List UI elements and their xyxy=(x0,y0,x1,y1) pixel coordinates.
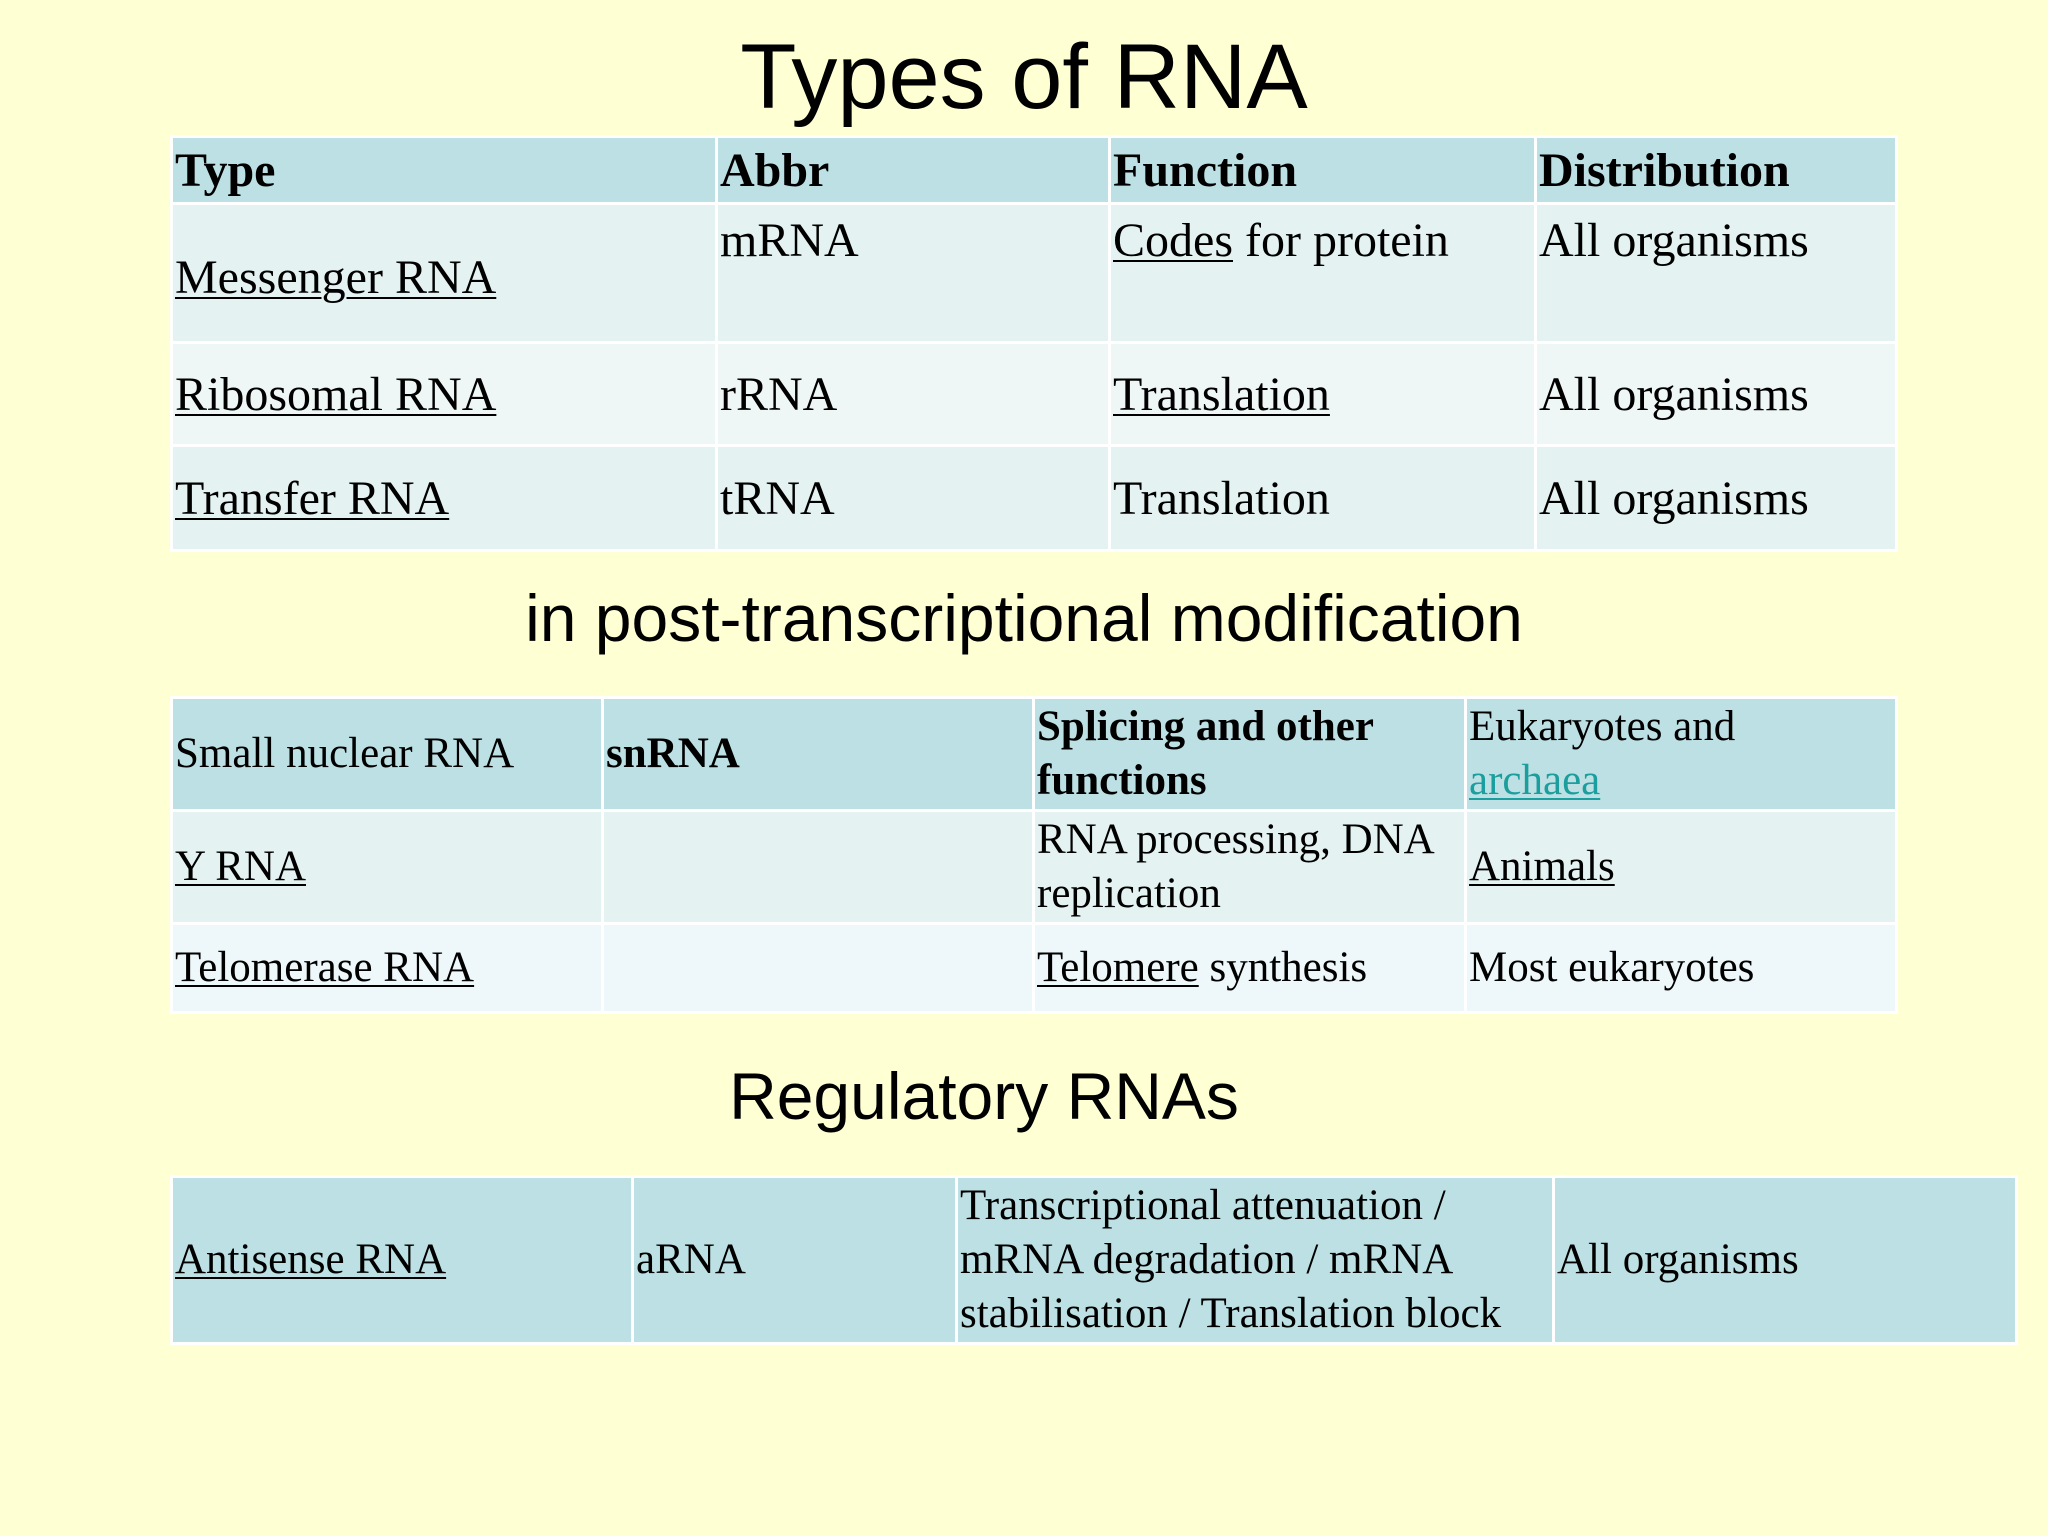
table-row: Messenger RNA mRNA Codes for protein All… xyxy=(170,202,1898,344)
table-header-row: Type Abbr Function Distribution xyxy=(170,135,1898,205)
regulatory-rna-table: Antisense RNA aRNA Transcriptional atten… xyxy=(170,1175,2018,1345)
archaea-link[interactable]: archaea xyxy=(1469,757,1601,804)
cell-distribution: All organisms xyxy=(1552,1175,2018,1345)
header-abbr: Abbr xyxy=(715,135,1111,205)
section-title-post-transcriptional: in post-transcriptional modification xyxy=(525,581,1523,655)
cell-type: Telomerase RNA xyxy=(170,922,604,1014)
type-link[interactable]: Messenger RNA xyxy=(175,250,497,304)
type-link[interactable]: Antisense RNA xyxy=(175,1236,447,1283)
cell-function: Splicing and other functions xyxy=(1032,696,1467,812)
table-row: Y RNA RNA processing, DNA replication An… xyxy=(170,809,1898,925)
table-row: Transfer RNA tRNA Translation All organi… xyxy=(170,444,1898,552)
cell-function: Codes for protein xyxy=(1108,202,1537,344)
cell-function: Translation xyxy=(1108,341,1537,447)
cell-abbr: aRNA xyxy=(631,1175,958,1345)
cell-type: Antisense RNA xyxy=(170,1175,634,1345)
cell-function: Transcriptional attenuation / mRNA degra… xyxy=(955,1175,1555,1345)
cell-type: Ribosomal RNA xyxy=(170,341,718,447)
cell-abbr: tRNA xyxy=(715,444,1111,552)
section-title-regulatory: Regulatory RNAs xyxy=(729,1059,1239,1133)
cell-abbr: mRNA xyxy=(715,202,1111,344)
function-link[interactable]: Codes xyxy=(1113,214,1233,267)
cell-type: Transfer RNA xyxy=(170,444,718,552)
cell-type: Messenger RNA xyxy=(170,202,718,344)
cell-distribution: Animals xyxy=(1464,809,1898,925)
function-link[interactable]: Telomere xyxy=(1037,944,1199,991)
header-function: Function xyxy=(1108,135,1537,205)
type-link[interactable]: Y RNA xyxy=(175,843,306,890)
cell-distribution: Eukaryotes and archaea xyxy=(1464,696,1898,812)
type-link[interactable]: Ribosomal RNA xyxy=(175,367,497,421)
cell-type: Y RNA xyxy=(170,809,604,925)
table-row: Ribosomal RNA rRNA Translation All organ… xyxy=(170,341,1898,447)
table-row: Antisense RNA aRNA Transcriptional atten… xyxy=(170,1175,2018,1345)
rna-types-table: Type Abbr Function Distribution Messenge… xyxy=(170,135,1898,552)
cell-distribution: Most eukaryotes xyxy=(1464,922,1898,1014)
cell-distribution: All organisms xyxy=(1534,444,1898,552)
table-row: Small nuclear RNA snRNA Splicing and oth… xyxy=(170,696,1898,812)
cell-abbr: rRNA xyxy=(715,341,1111,447)
function-text: for protein xyxy=(1233,214,1449,267)
cell-distribution: All organisms xyxy=(1534,202,1898,344)
function-link[interactable]: Translation xyxy=(1113,367,1330,421)
type-link[interactable]: Telomerase RNA xyxy=(175,944,475,991)
cell-abbr xyxy=(601,809,1035,925)
type-link[interactable]: Transfer RNA xyxy=(175,471,450,525)
cell-function: Telomere synthesis xyxy=(1032,922,1467,1014)
distribution-link[interactable]: Animals xyxy=(1469,843,1615,890)
cell-function: Translation xyxy=(1108,444,1537,552)
cell-type: Small nuclear RNA xyxy=(170,696,604,812)
function-text: synthesis xyxy=(1198,944,1368,991)
cell-function: RNA processing, DNA replication xyxy=(1032,809,1467,925)
cell-abbr xyxy=(601,922,1035,1014)
table-row: Telomerase RNA Telomere synthesis Most e… xyxy=(170,922,1898,1014)
header-type: Type xyxy=(170,135,718,205)
cell-abbr: snRNA xyxy=(601,696,1035,812)
cell-distribution: All organisms xyxy=(1534,341,1898,447)
distribution-text: Eukaryotes and xyxy=(1469,703,1736,750)
header-distribution: Distribution xyxy=(1534,135,1898,205)
slide-title: Types of RNA xyxy=(740,26,1308,128)
post-transcriptional-table: Small nuclear RNA snRNA Splicing and oth… xyxy=(170,696,1898,1014)
